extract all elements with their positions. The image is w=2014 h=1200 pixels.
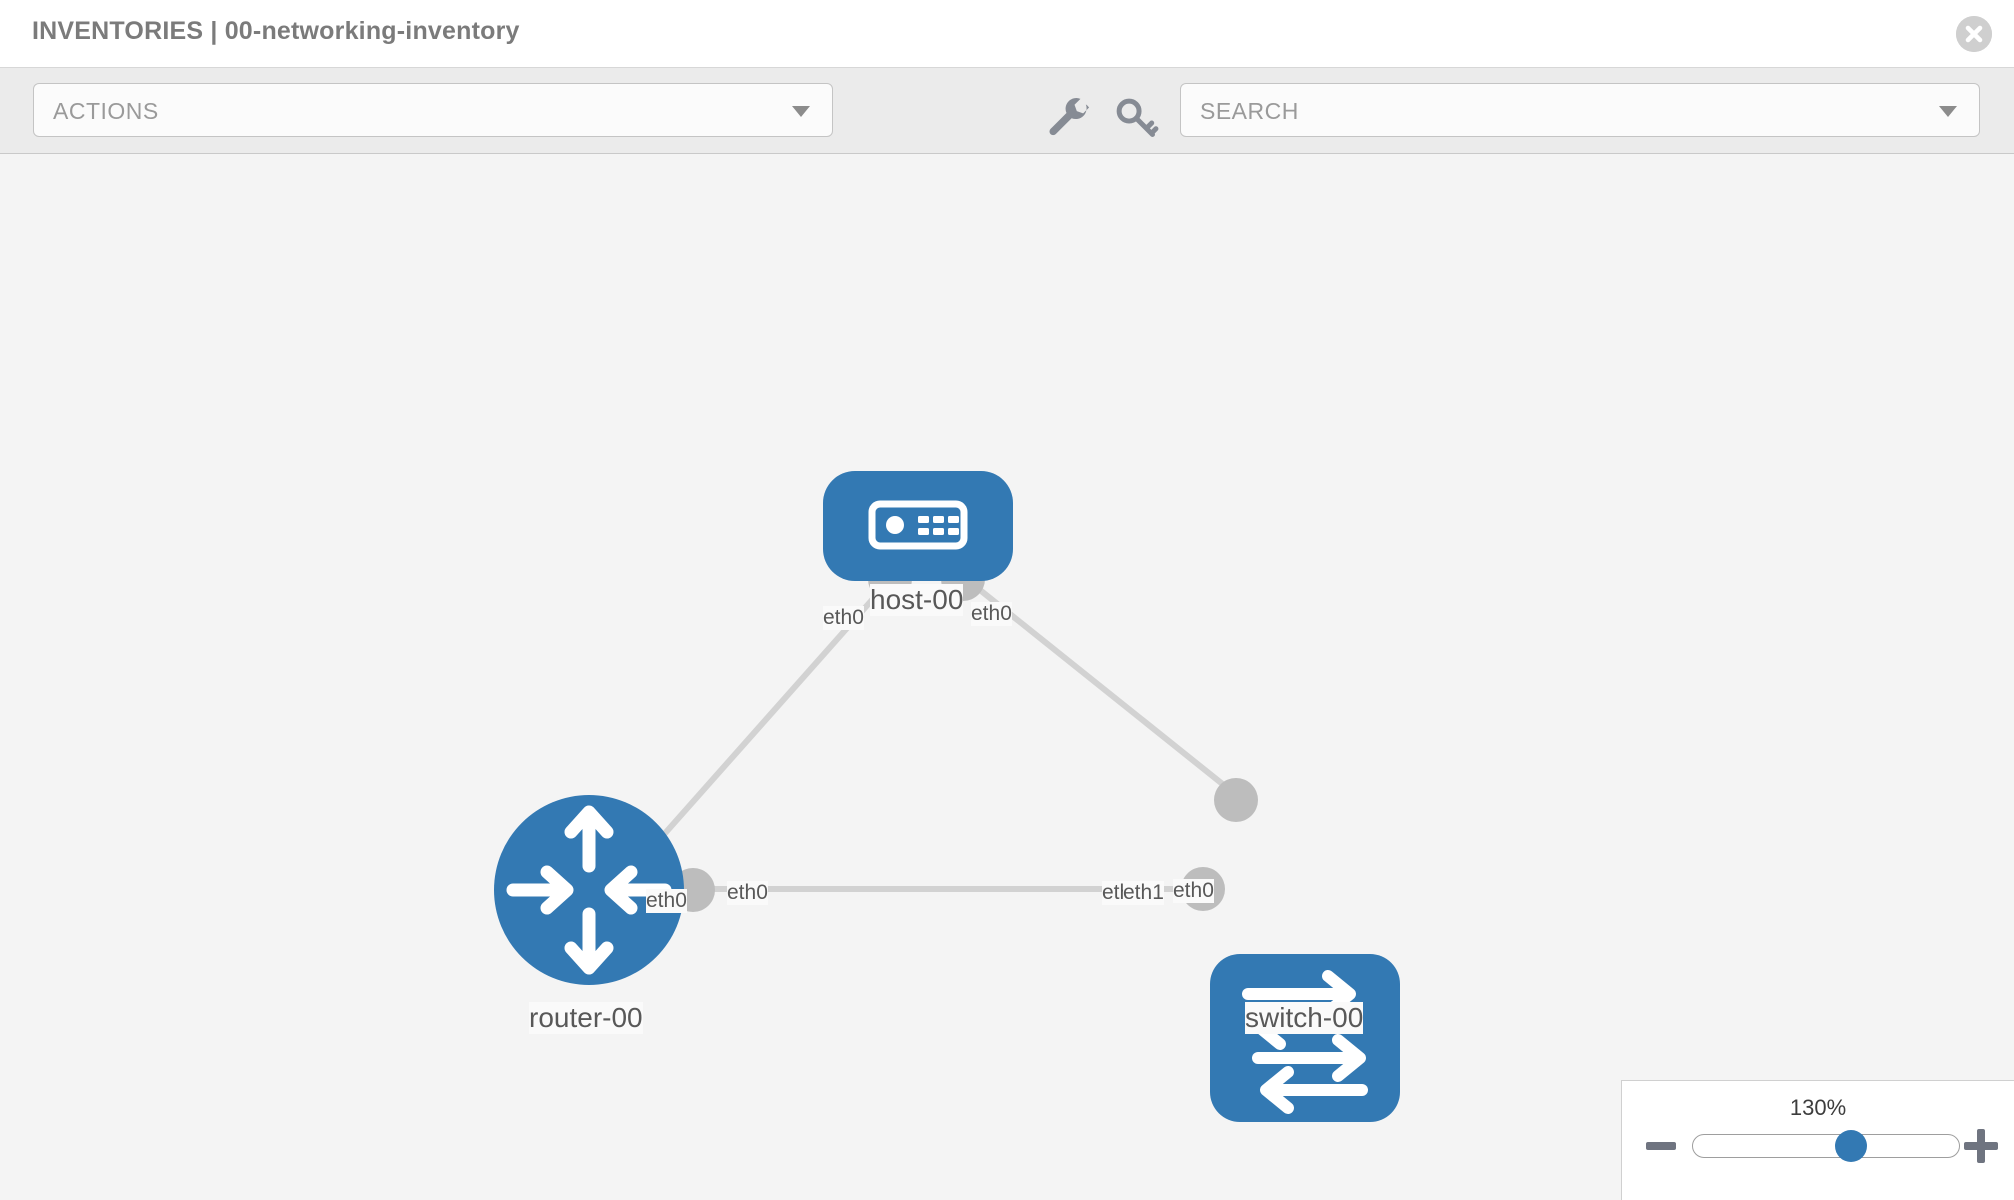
node-label-switch-00: switch-00 xyxy=(1245,1002,1364,1034)
close-icon[interactable] xyxy=(1956,16,1992,52)
node-host-00 xyxy=(823,471,1013,581)
wrench-icon[interactable] xyxy=(1045,95,1091,141)
edge-label-host-left: eth0 xyxy=(823,606,864,630)
search-input[interactable]: SEARCH xyxy=(1180,83,1980,137)
key-icon[interactable] xyxy=(1113,95,1159,141)
actions-dropdown-label: ACTIONS xyxy=(53,98,159,124)
chevron-down-icon[interactable] xyxy=(1939,106,1957,117)
edge-label-switch-to-host: eth0 xyxy=(1173,879,1214,903)
edge-label-router-to-switch: eth0 xyxy=(727,881,768,905)
chevron-down-icon xyxy=(792,106,810,117)
plus-icon[interactable] xyxy=(1962,1127,2000,1165)
topology-canvas[interactable]: host-00 router-00 switch-00 eth0 eth0 et… xyxy=(0,154,2014,1200)
interface-nubs xyxy=(671,557,1258,912)
edge-label-switch-left-b: eth1 xyxy=(1123,881,1164,905)
minus-icon[interactable] xyxy=(1644,1129,1678,1163)
node-router-00 xyxy=(494,795,684,985)
page-title: INVENTORIES | 00-networking-inventory xyxy=(32,17,520,45)
node-label-router-00: router-00 xyxy=(529,1002,643,1034)
zoom-control-panel: 130% xyxy=(1621,1080,2014,1200)
topology-graph xyxy=(494,471,1400,1122)
zoom-slider-thumb[interactable] xyxy=(1835,1130,1867,1162)
node-switch-00 xyxy=(1210,954,1400,1122)
zoom-slider[interactable] xyxy=(1692,1130,1960,1162)
edge-label-router-to-host: eth0 xyxy=(646,889,687,913)
search-placeholder: SEARCH xyxy=(1200,98,1299,124)
page-header: INVENTORIES | 00-networking-inventory xyxy=(0,0,2014,68)
zoom-percent-label: 130% xyxy=(1789,1095,1847,1120)
node-label-host-00: host-00 xyxy=(870,584,964,616)
actions-dropdown[interactable]: ACTIONS xyxy=(33,83,833,137)
edge-label-host-right: eth0 xyxy=(971,602,1012,626)
